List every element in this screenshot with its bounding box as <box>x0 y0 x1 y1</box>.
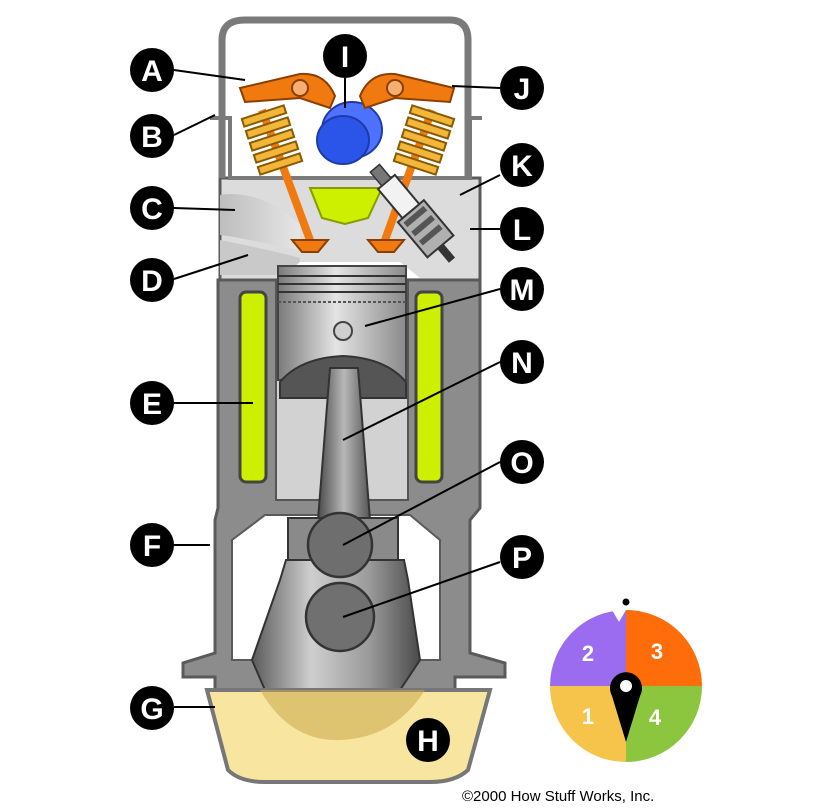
svg-text:C: C <box>141 193 163 226</box>
wheel-label-3: 3 <box>651 639 663 664</box>
leader-lines <box>173 69 501 708</box>
svg-text:L: L <box>513 214 531 247</box>
svg-text:B: B <box>141 121 163 154</box>
label-H: H <box>406 718 450 762</box>
label-J: J <box>500 66 544 110</box>
svg-text:O: O <box>510 447 533 480</box>
label-K: K <box>500 143 544 187</box>
valve-spring-exhaust <box>392 104 456 176</box>
svg-text:G: G <box>140 693 163 726</box>
wheel-segment-2 <box>550 610 626 686</box>
label-P: P <box>500 535 544 579</box>
water-jacket <box>238 290 444 484</box>
svg-text:D: D <box>141 265 163 298</box>
svg-text:N: N <box>511 347 533 380</box>
svg-text:F: F <box>143 530 161 563</box>
spark-plug <box>369 163 456 263</box>
copyright-notice: ©2000 How Stuff Works, Inc. <box>462 788 655 805</box>
wheel-segment-4 <box>626 686 702 762</box>
rocker-arm-exhaust <box>358 72 456 110</box>
exhaust-valve <box>365 104 456 253</box>
svg-text:M: M <box>510 274 535 307</box>
stroke-wheel[interactable]: 2 3 1 4 <box>550 598 702 763</box>
label-O: O <box>500 440 544 484</box>
wheel-segment-3 <box>626 610 702 686</box>
svg-text:H: H <box>417 725 439 758</box>
svg-text:P: P <box>512 542 532 575</box>
valve-cover <box>210 16 482 180</box>
label-G: G <box>130 686 174 730</box>
rod-bearing <box>306 511 374 579</box>
pointer-pin-icon <box>609 672 642 742</box>
valve-spring-intake <box>240 104 304 176</box>
label-D: D <box>130 258 174 302</box>
svg-text:K: K <box>511 150 533 183</box>
wheel-top-notch-icon <box>612 610 626 622</box>
intake-valve <box>240 104 331 253</box>
label-N: N <box>500 340 544 384</box>
label-B: B <box>130 114 174 158</box>
rocker-arm-intake <box>238 72 337 110</box>
wheel-top-dot-icon <box>622 598 630 606</box>
wheel-label-4: 4 <box>649 705 662 730</box>
label-C: C <box>130 186 174 230</box>
svg-text:A: A <box>141 55 163 88</box>
camshaft <box>316 101 383 165</box>
svg-text:I: I <box>341 41 349 74</box>
label-A: A <box>130 48 174 92</box>
wrist-pin <box>333 321 353 341</box>
wheel-segment-1 <box>550 686 626 762</box>
label-L: L <box>500 207 544 251</box>
label-M: M <box>500 267 544 311</box>
label-I: I <box>323 34 367 78</box>
head-coolant-passage <box>308 187 384 226</box>
crankshaft-journal <box>304 581 376 653</box>
wheel-label-2: 2 <box>582 641 594 666</box>
wheel-label-1: 1 <box>582 704 594 729</box>
svg-text:J: J <box>514 73 531 106</box>
svg-text:E: E <box>142 388 162 421</box>
label-F: F <box>130 523 174 567</box>
label-E: E <box>130 381 174 425</box>
